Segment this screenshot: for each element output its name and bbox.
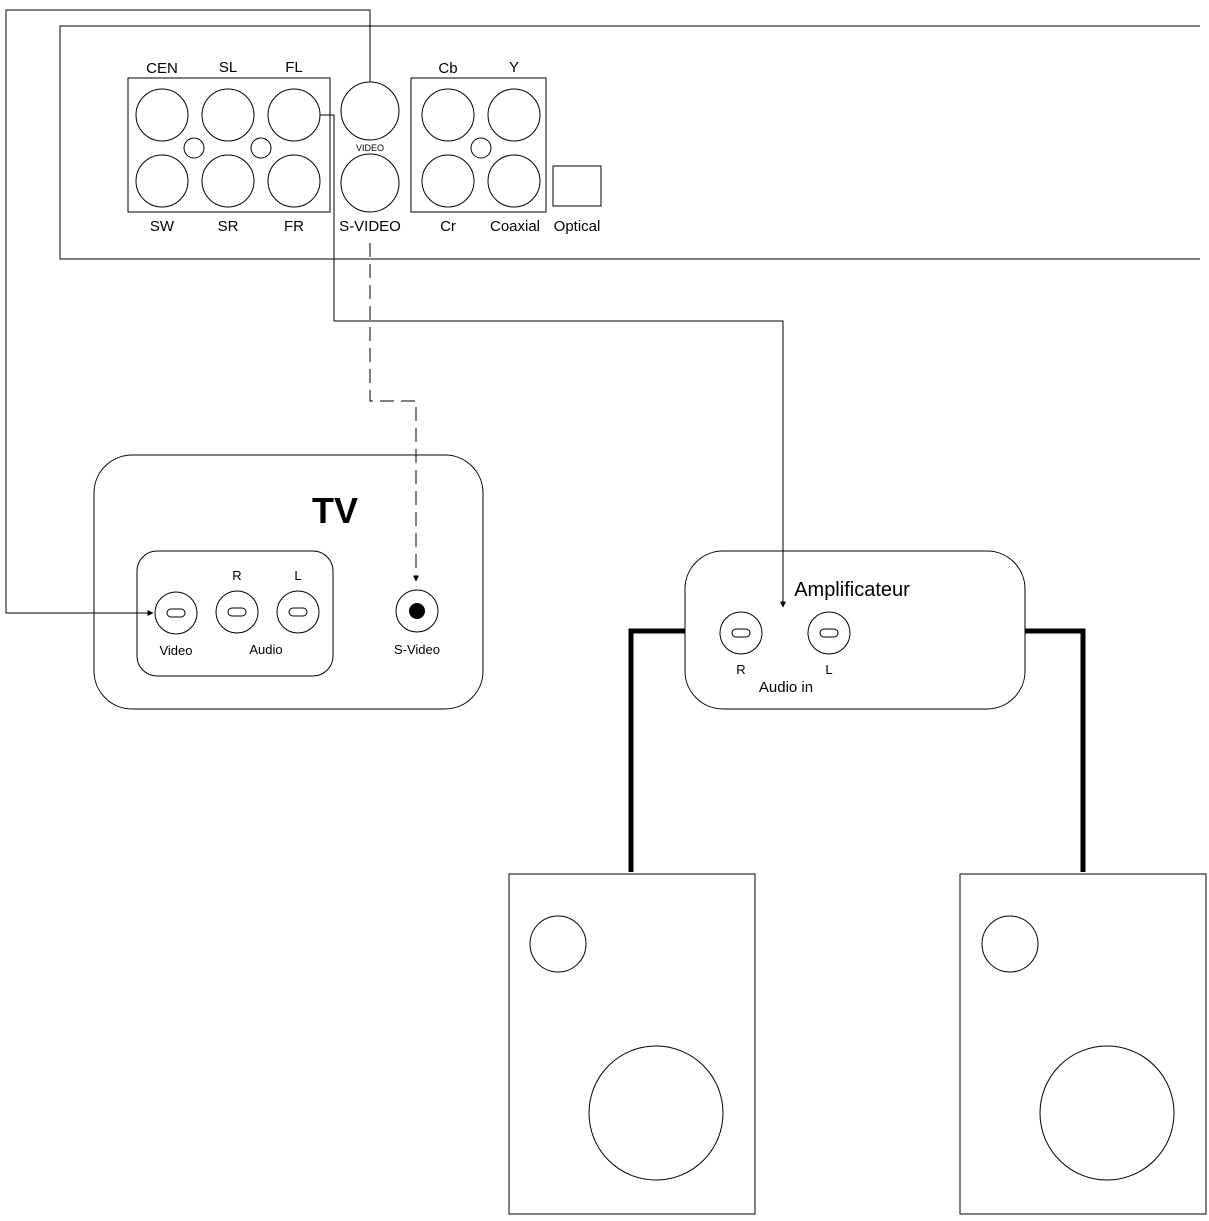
- surround-screw-left: [183, 137, 205, 159]
- video-cable: [5, 9, 371, 616]
- cen-label: CEN: [146, 60, 178, 77]
- fl-jack[interactable]: [267, 88, 321, 142]
- tv-audio-l-jack-pin: [288, 607, 308, 617]
- optical-label: Optical: [554, 218, 601, 235]
- cb-label: Cb: [438, 60, 457, 77]
- amp-r-label: R: [736, 662, 745, 677]
- tv-svideo-label: S-Video: [394, 642, 440, 657]
- amp-l-label: L: [825, 662, 832, 677]
- fr-label: FR: [284, 218, 304, 235]
- tv-video-jack[interactable]: [154, 591, 198, 635]
- tv-title: TV: [312, 490, 358, 531]
- speaker-wire-right: [1025, 628, 1086, 872]
- surround-screw-right: [250, 137, 272, 159]
- video-out-label: VIDEO: [356, 143, 384, 153]
- sl-label: SL: [219, 59, 237, 76]
- amp-audio-l-jack[interactable]: [807, 611, 851, 655]
- amp-audio-l-jack-pin: [819, 628, 839, 638]
- tv-svideo-jack-center: [409, 603, 425, 619]
- coaxial-label: Coaxial: [490, 218, 540, 235]
- optical-port[interactable]: [552, 165, 602, 207]
- cen-jack[interactable]: [135, 88, 189, 142]
- amplifier-title: Amplificateur: [794, 579, 910, 601]
- svideo-out-jack[interactable]: [340, 153, 400, 213]
- speaker-left-woofer: [588, 1045, 724, 1181]
- speaker-right-cabinet: [959, 873, 1207, 1215]
- amp-audio-r-jack[interactable]: [719, 611, 763, 655]
- svideo-out-label: S-VIDEO: [339, 218, 401, 235]
- tv-audio-r-jack[interactable]: [215, 590, 259, 634]
- speaker-right-woofer: [1039, 1045, 1175, 1181]
- speaker-left-tweeter: [529, 915, 587, 973]
- tv-av-input-block: [136, 550, 334, 677]
- amp-audio-r-jack-pin: [731, 628, 751, 638]
- amp-audio-in-label: Audio in: [759, 679, 813, 696]
- tv-audio-l-label: L: [294, 568, 301, 583]
- surround-output-block: [127, 77, 331, 213]
- tv-audio-r-label: R: [232, 568, 241, 583]
- tv: TV R L Video Audio S-Video: [93, 454, 484, 710]
- cr-label: Cr: [440, 218, 456, 235]
- cb-jack[interactable]: [421, 88, 475, 142]
- y-label: Y: [509, 59, 519, 76]
- speaker-left-cabinet: [508, 873, 756, 1215]
- tv-audio-label: Audio: [249, 642, 282, 657]
- player-panel-outline: [59, 25, 1200, 260]
- sr-label: SR: [218, 218, 239, 235]
- speaker-right-tweeter: [981, 915, 1039, 973]
- sr-jack[interactable]: [201, 154, 255, 208]
- component-output-block: [410, 77, 547, 213]
- fr-jack[interactable]: [267, 154, 321, 208]
- component-screw: [470, 137, 492, 159]
- amplifier: Amplificateur R L Audio in: [684, 550, 1026, 710]
- speaker-right: [959, 873, 1207, 1215]
- tv-video-label: Video: [159, 643, 192, 658]
- tv-audio-r-jack-pin: [227, 607, 247, 617]
- svideo-cable: [369, 243, 419, 582]
- tv-video-jack-pin: [166, 608, 186, 618]
- fl-label: FL: [285, 59, 303, 76]
- tv-outline: [93, 454, 484, 710]
- y-jack[interactable]: [487, 88, 541, 142]
- audio-cable: [320, 114, 786, 608]
- speaker-left: [508, 873, 756, 1215]
- player-panel: CEN SL FL SW SR FR VIDEO S-VIDEO Cb Y Cr…: [59, 25, 1200, 260]
- video-out-jack[interactable]: [340, 81, 400, 141]
- sw-jack[interactable]: [135, 154, 189, 208]
- coaxial-jack[interactable]: [487, 154, 541, 208]
- sw-label: SW: [150, 218, 175, 235]
- sl-jack[interactable]: [201, 88, 255, 142]
- tv-audio-l-jack[interactable]: [276, 590, 320, 634]
- speaker-wire-left: [628, 628, 685, 872]
- cr-jack[interactable]: [421, 154, 475, 208]
